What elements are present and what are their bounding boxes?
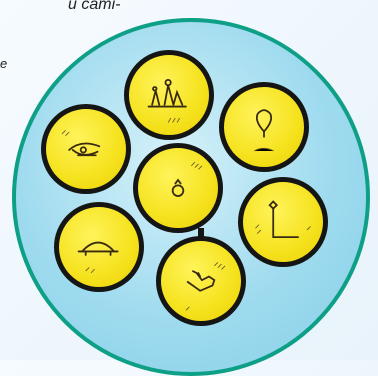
disc-lower-left	[54, 202, 144, 292]
hand-hieroglyph-icon	[161, 241, 241, 321]
corner-staff-hieroglyph-icon	[243, 182, 323, 262]
loop-hieroglyph-icon	[224, 87, 304, 167]
disc-bottom	[156, 236, 246, 326]
disc-center	[133, 143, 223, 233]
eye-hieroglyph-icon	[46, 109, 126, 189]
disc-right	[238, 177, 328, 267]
ring-hieroglyph-icon	[138, 148, 218, 228]
page: u cami- e	[0, 0, 378, 360]
disc-top	[124, 50, 214, 140]
text-fragment-top: u cami-	[68, 0, 120, 14]
text-fragment-mid: e	[0, 56, 7, 71]
seated-figures-hieroglyph-icon	[129, 55, 209, 135]
arch-hieroglyph-icon	[59, 207, 139, 287]
disc-upper-left	[41, 104, 131, 194]
disc-upper-right	[219, 82, 309, 172]
